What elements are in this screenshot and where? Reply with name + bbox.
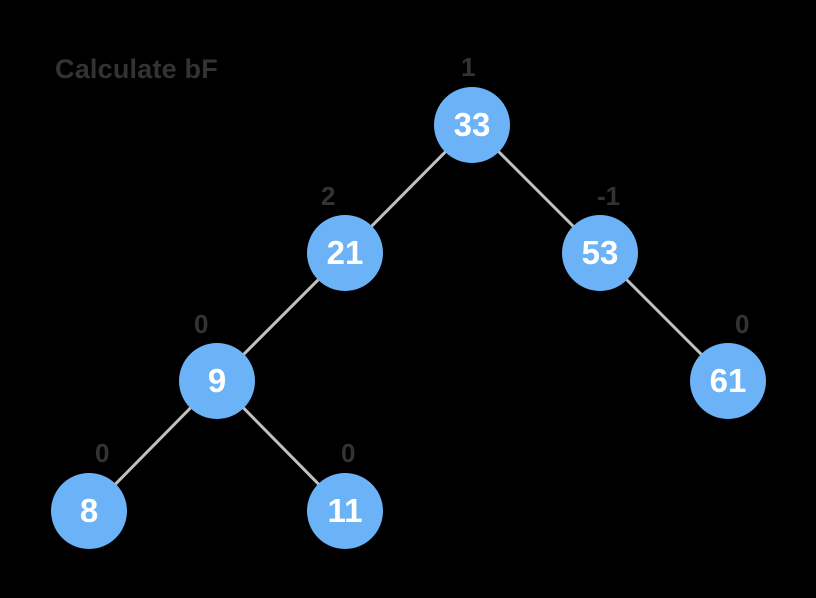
tree-node[interactable]: 21 xyxy=(307,215,383,291)
tree-node[interactable]: 61 xyxy=(690,343,766,419)
tree-node[interactable]: 11 xyxy=(307,473,383,549)
tree-node[interactable]: 53 xyxy=(562,215,638,291)
tree-node-key: 21 xyxy=(326,234,364,271)
page-title: Calculate bF xyxy=(55,54,218,84)
balance-factor-label: 1 xyxy=(461,52,476,82)
tree-node-key: 61 xyxy=(709,362,747,399)
tree-node-key: 53 xyxy=(581,234,619,271)
balance-factor-label: 0 xyxy=(735,309,750,339)
balance-factor-label: 0 xyxy=(341,438,356,468)
tree-node[interactable]: 8 xyxy=(51,473,127,549)
tree-node[interactable]: 9 xyxy=(179,343,255,419)
tree-node-key: 9 xyxy=(207,362,227,399)
balance-factor-label: 0 xyxy=(95,438,110,468)
tree-node-key: 33 xyxy=(453,106,491,143)
balance-factor-label: 0 xyxy=(194,309,209,339)
tree-node-key: 11 xyxy=(327,492,363,529)
tree-node[interactable]: 33 xyxy=(434,87,510,163)
tree-node-key: 8 xyxy=(79,492,99,529)
balance-factor-label: -1 xyxy=(597,181,621,211)
balance-factor-label: 2 xyxy=(321,181,336,211)
